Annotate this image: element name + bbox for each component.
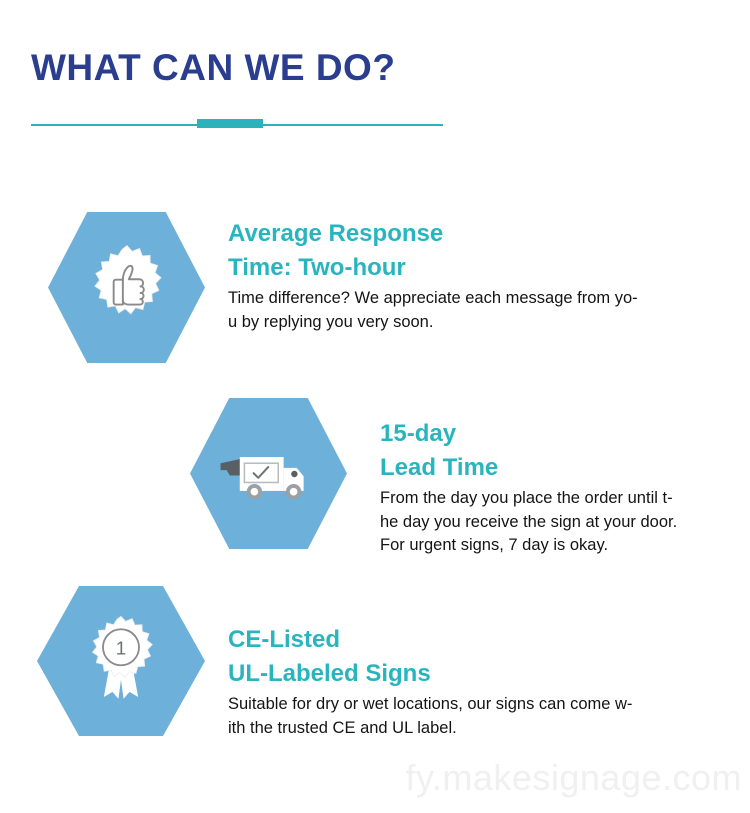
feature-body-3: Suitable for dry or wet locations, our s…: [228, 693, 738, 740]
feature-body-3-line2: ith the trusted CE and UL label.: [228, 718, 457, 737]
feature-heading-1-line2: Time: Two-hour: [228, 254, 406, 282]
thumbs-up-badge-icon: [48, 212, 205, 363]
feature-heading-3-line1: CE-Listed: [228, 626, 341, 653]
feature-text-3: CE-Listed UL-Labeled Signs Suitable for …: [228, 623, 738, 740]
feature-body-2-line2: he day you receive the sign at your door…: [380, 512, 678, 531]
feature-heading-2-line1: 15-day: [380, 420, 457, 447]
feature-hexagon-1: [48, 212, 205, 363]
feature-body-2: From the day you place the order until t…: [380, 487, 740, 557]
award-ribbon-icon: 1: [37, 586, 205, 736]
feature-hexagon-3: 1: [37, 586, 205, 736]
feature-hexagon-2: [190, 398, 347, 549]
delivery-truck-icon: [190, 398, 347, 549]
feature-heading-1: Average Response Time: Two-hour: [228, 217, 728, 285]
feature-body-1-line2: u by replying you very soon.: [228, 312, 434, 331]
feature-body-3-line1: Suitable for dry or wet locations, our s…: [228, 695, 633, 714]
feature-body-2-line3: For urgent signs, 7 day is okay.: [380, 536, 609, 554]
feature-text-2: 15-day Lead Time From the day you place …: [380, 417, 740, 557]
feature-body-1-line1: Time difference? We appreciate each mess…: [228, 289, 638, 308]
feature-body-2-line1: From the day you place the order until t…: [380, 489, 673, 508]
feature-text-1: Average Response Time: Two-hour Time dif…: [228, 217, 728, 334]
feature-heading-1-line1: Average Response: [228, 220, 444, 247]
page-title: WHAT CAN WE DO?: [31, 47, 396, 88]
header-divider-accent: [197, 119, 263, 128]
feature-heading-3-line2: UL-Labeled Signs: [228, 660, 431, 688]
feature-heading-2-line2: Lead Time: [380, 454, 499, 482]
svg-text:1: 1: [116, 638, 126, 659]
feature-heading-2: 15-day Lead Time: [380, 417, 740, 485]
site-watermark: fy.makesignage.com: [405, 757, 742, 798]
feature-heading-3: CE-Listed UL-Labeled Signs: [228, 623, 738, 691]
feature-body-1: Time difference? We appreciate each mess…: [228, 287, 728, 334]
